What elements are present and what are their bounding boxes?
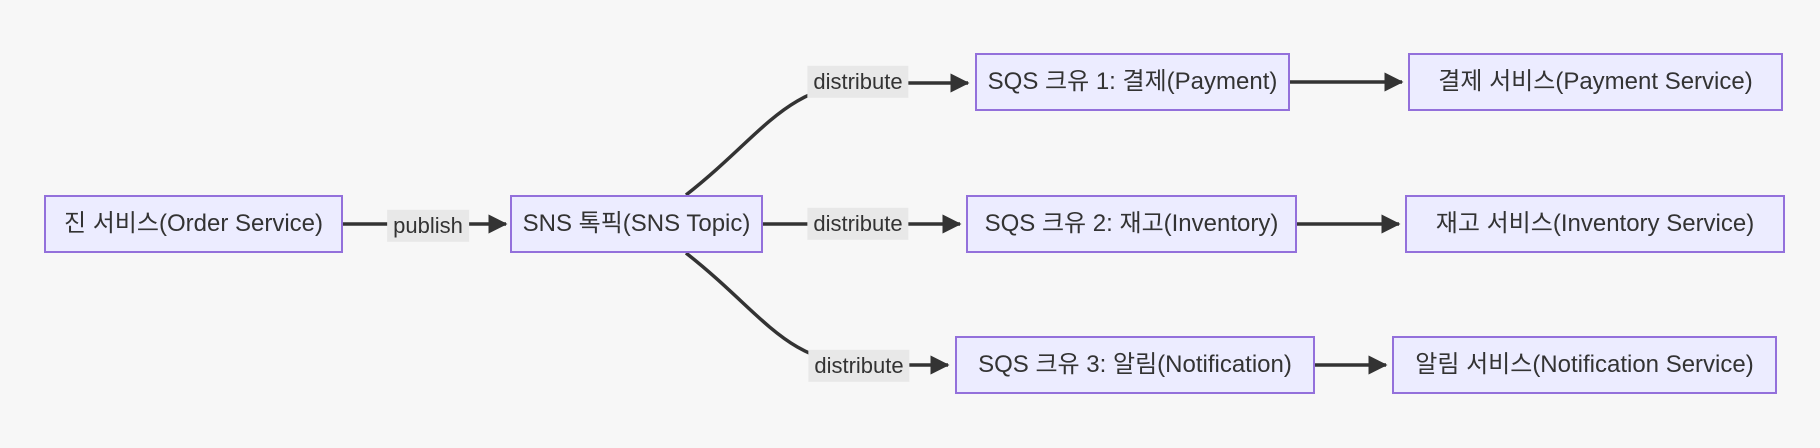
- edge-sns-to-queue1: [684, 73, 970, 197]
- edge-sns-to-queue3: [684, 251, 950, 375]
- node-notification-service: 알림 서비스(Notification Service): [1392, 336, 1777, 394]
- edge-label-distribute-2: distribute: [807, 207, 909, 241]
- node-order-service: 진 서비스(Order Service): [44, 195, 343, 253]
- edge-label-distribute-1: distribute: [807, 65, 909, 99]
- node-sns-topic: SNS 톡픽(SNS Topic): [510, 195, 763, 253]
- node-payment-service: 결제 서비스(Payment Service): [1408, 53, 1783, 111]
- edge-label-distribute-3: distribute: [808, 349, 910, 383]
- node-sqs-queue-2: SQS 크유 2: 재고(Inventory): [966, 195, 1297, 253]
- node-inventory-service: 재고 서비스(Inventory Service): [1405, 195, 1785, 253]
- node-sqs-queue-1: SQS 크유 1: 결제(Payment): [975, 53, 1290, 111]
- edge-label-publish: publish: [387, 209, 469, 243]
- node-sqs-queue-3: SQS 크유 3: 알림(Notification): [955, 336, 1315, 394]
